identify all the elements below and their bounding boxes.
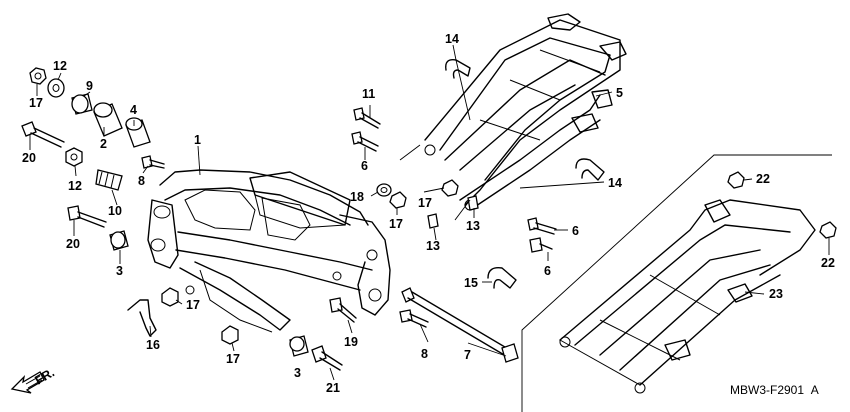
bolt[interactable] <box>467 195 479 211</box>
callout-15: 15 <box>464 276 478 290</box>
flange-nut[interactable] <box>441 179 459 197</box>
nut[interactable] <box>819 221 837 239</box>
callout-14: 14 <box>608 176 622 190</box>
callout-17: 17 <box>226 352 240 366</box>
nut[interactable] <box>65 147 83 167</box>
callout-17: 17 <box>29 96 43 110</box>
front-arrow-icon <box>10 371 45 394</box>
callout-17: 17 <box>389 217 403 231</box>
callout-12: 12 <box>68 179 82 193</box>
callout-4: 4 <box>130 103 137 117</box>
callout-13: 13 <box>426 239 440 253</box>
callout-20: 20 <box>22 151 36 165</box>
subframe-hardware <box>351 59 605 289</box>
callout-14: 14 <box>445 32 459 46</box>
flange-bolt[interactable] <box>67 205 107 228</box>
bolt[interactable] <box>329 297 357 323</box>
collar[interactable] <box>376 183 392 197</box>
bolt[interactable] <box>527 217 557 235</box>
callout-3: 3 <box>294 366 301 380</box>
pivot-shaft[interactable] <box>401 287 519 363</box>
callout-22: 22 <box>821 256 835 270</box>
bolt[interactable] <box>141 155 165 169</box>
band-clamp[interactable] <box>445 59 471 79</box>
diagram-code-suffix: A <box>811 383 819 397</box>
nut[interactable] <box>727 171 745 189</box>
callout-7: 7 <box>464 348 471 362</box>
callout-22: 22 <box>756 172 770 186</box>
callout-2: 2 <box>100 137 107 151</box>
bolt[interactable] <box>351 131 379 152</box>
inset-border <box>521 154 832 412</box>
callout-23: 23 <box>769 287 783 301</box>
callout-8: 8 <box>138 174 145 188</box>
washer[interactable] <box>47 78 65 98</box>
rear-subframe-inset[interactable] <box>559 199 816 394</box>
front-indicator: FR. <box>10 365 57 394</box>
band-clamp[interactable] <box>487 267 517 289</box>
subframe-part[interactable] <box>424 13 627 211</box>
callout-6: 6 <box>544 264 551 278</box>
bolt[interactable] <box>529 237 553 253</box>
band-clamp[interactable] <box>575 158 605 181</box>
bolt[interactable] <box>311 345 343 371</box>
bolt[interactable] <box>399 309 429 328</box>
callout-labels: 1 2 3 3 4 5 6 6 6 7 8 8 9 10 11 12 12 13… <box>22 32 835 395</box>
flange-nut[interactable] <box>389 191 407 209</box>
flange-nut[interactable] <box>29 67 47 85</box>
callout-9: 9 <box>86 79 93 93</box>
callout-6: 6 <box>361 159 368 173</box>
callout-12: 12 <box>53 59 67 73</box>
flange-nut[interactable] <box>221 325 239 345</box>
callout-19: 19 <box>344 335 358 349</box>
callout-10: 10 <box>108 204 122 218</box>
callout-13: 13 <box>466 219 480 233</box>
bolt[interactable] <box>353 107 381 129</box>
callout-21: 21 <box>326 381 340 395</box>
left-hardware <box>21 67 519 371</box>
leader-lines <box>29 44 830 381</box>
callout-11: 11 <box>362 87 375 101</box>
adjusting-bolt[interactable] <box>95 169 123 191</box>
flange-nut[interactable] <box>161 287 179 307</box>
diagram-code-main: MBW3-F2901 <box>730 383 804 397</box>
bolt[interactable] <box>427 213 439 229</box>
callout-1: 1 <box>194 133 201 147</box>
callout-17: 17 <box>186 298 200 312</box>
flange-bolt[interactable] <box>21 121 65 148</box>
callout-18: 18 <box>350 190 364 204</box>
callout-20: 20 <box>66 237 80 251</box>
callout-16: 16 <box>146 338 160 352</box>
main-frame-part[interactable] <box>147 169 391 333</box>
callout-17: 17 <box>418 196 432 210</box>
callout-3: 3 <box>116 264 123 278</box>
callout-5: 5 <box>616 86 623 100</box>
callout-8: 8 <box>421 347 428 361</box>
diagram-code: MBW3-F2901 A <box>730 383 819 397</box>
wire-clip[interactable] <box>127 299 157 337</box>
callout-6: 6 <box>572 224 579 238</box>
